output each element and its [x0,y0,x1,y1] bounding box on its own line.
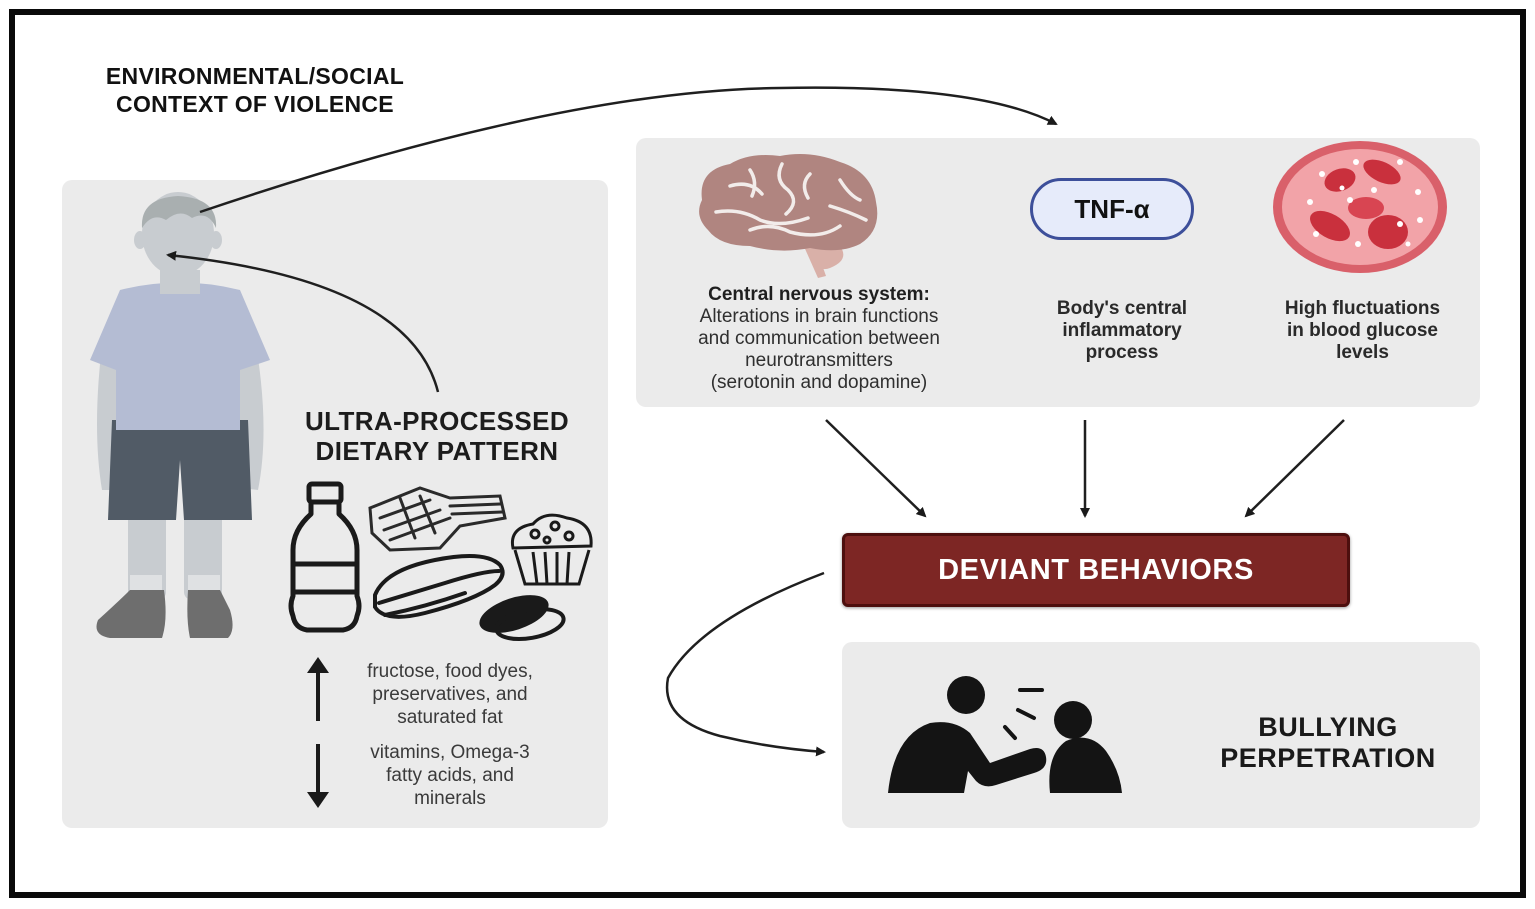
increased-line: preservatives, and [372,684,528,705]
inflammation-label: Body's central inflammatory process [1022,298,1222,364]
glucose-text-line: in blood glucose [1287,320,1438,341]
tnf-alpha-badge: TNF-α [1030,178,1194,240]
inflammation-text-line: process [1085,342,1159,363]
cns-text-line: (serotonin and dopamine) [710,372,928,393]
decreased-line: minerals [414,788,486,809]
increased-line: saturated fat [397,707,503,728]
fries-icon [368,486,507,552]
cns-text-line: Alterations in brain functions [699,306,939,327]
bullying-label-line-2: PERPETRATION [1220,743,1436,773]
dietary-pattern-title: ULTRA-PROCESSED DIETARY PATTERN [272,406,602,466]
dietary-title-line-2: DIETARY PATTERN [315,436,559,466]
decreased-line: vitamins, Omega-3 [370,742,530,763]
cns-label: Central nervous system: Alterations in b… [646,284,992,394]
child-icon [90,192,270,638]
bullying-label: BULLYING PERPETRATION [1190,712,1466,774]
increased-nutrients-text: fructose, food dyes, preservatives, and … [330,660,570,729]
increased-line: fructose, food dyes, [367,661,533,682]
cns-text-line: neurotransmitters [745,350,893,371]
cookie-icon [479,595,566,641]
bullying-icon [888,676,1122,793]
decreased-line: fatty acids, and [386,765,514,786]
soda-bottle-icon [288,481,362,633]
glucose-text-line: High fluctuations [1284,298,1441,319]
cns-heading: Central nervous system: [708,284,930,305]
deviant-behaviors-box: DEVIANT BEHAVIORS [842,533,1350,607]
cns-text-line: and communication between [698,328,940,349]
decreased-nutrients-text: vitamins, Omega-3 fatty acids, and miner… [330,741,570,810]
bullying-label-line-1: BULLYING [1258,712,1398,742]
context-title-line-1: ENVIRONMENTAL/SOCIAL [105,63,405,89]
cupcake-icon [510,513,593,586]
context-title: ENVIRONMENTAL/SOCIAL CONTEXT OF VIOLENCE [40,62,470,118]
glucose-label: High fluctuations in blood glucose level… [1250,298,1475,364]
hot-dog-icon [373,554,505,619]
glucose-text-line: levels [1336,342,1389,363]
increase-arrow-icon [307,657,329,721]
inflammation-text-line: Body's central [1056,298,1188,319]
inflammation-text-line: inflammatory [1062,320,1182,341]
brain-icon [699,154,878,278]
blood-cells-icon [1273,141,1447,273]
context-title-line-2: CONTEXT OF VIOLENCE [116,91,394,117]
dietary-title-line-1: ULTRA-PROCESSED [304,406,570,436]
decrease-arrow-icon [307,744,329,808]
